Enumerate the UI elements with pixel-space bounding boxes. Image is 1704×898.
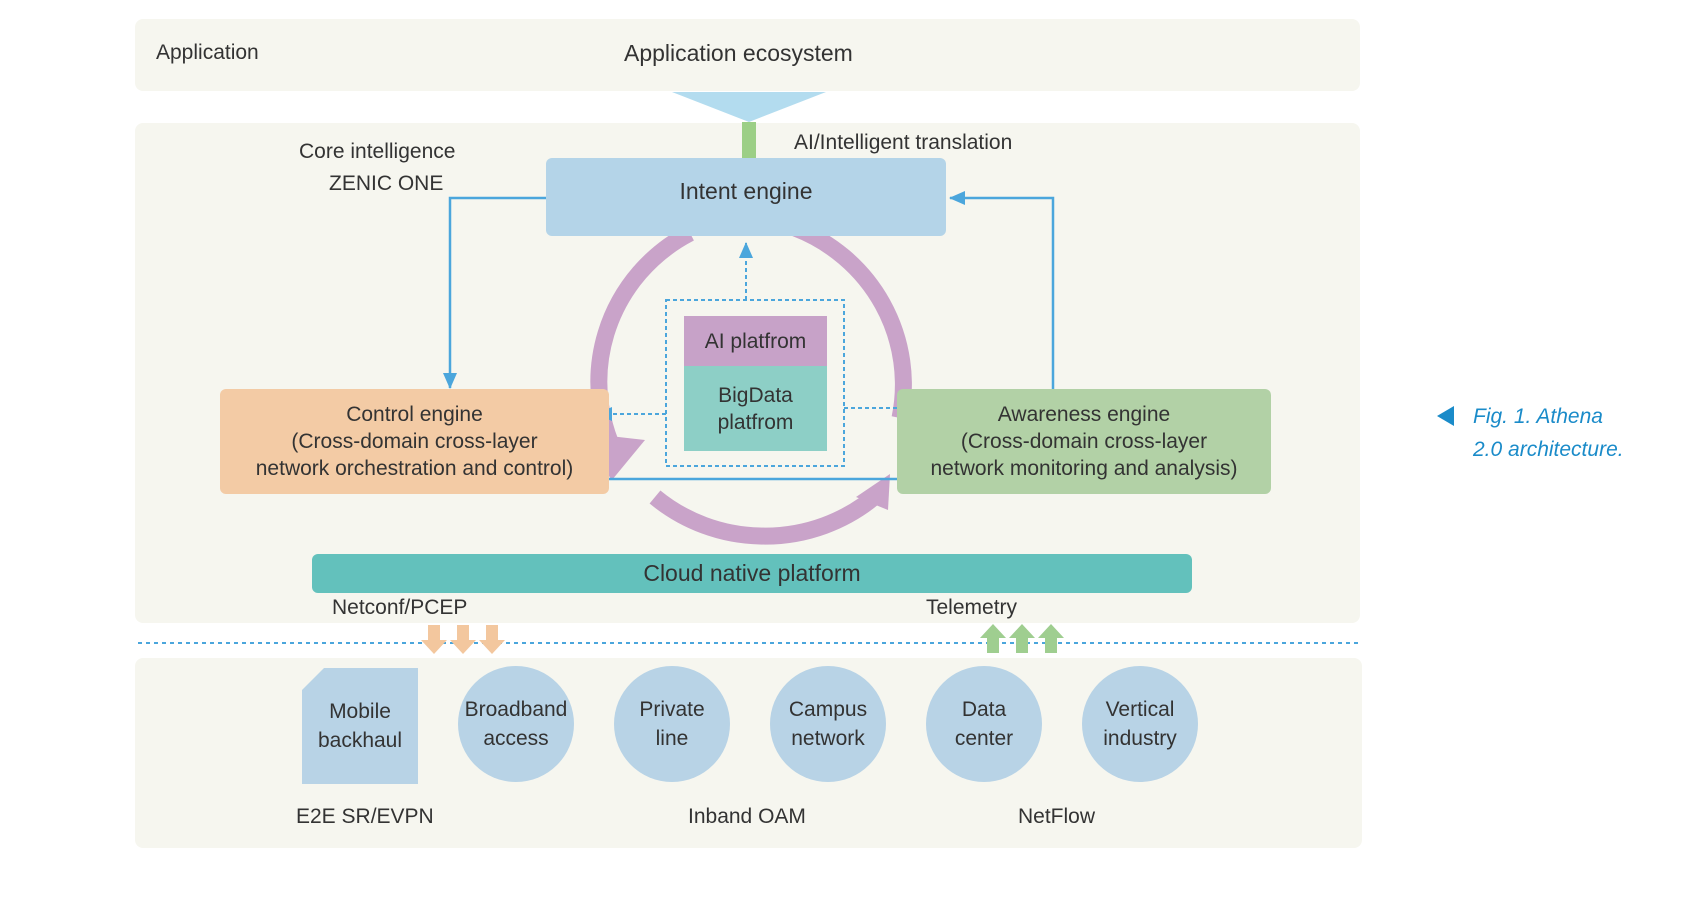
cloud-native-platform-label: Cloud native platform xyxy=(643,560,861,586)
application-layer-label: Application xyxy=(156,41,259,64)
application-layer-panel xyxy=(135,19,1360,91)
network-item-label: Mobile backhaul xyxy=(317,700,403,752)
netconf-down-arrows xyxy=(421,625,505,654)
figure-caption-line2: 2.0 architecture. xyxy=(1473,438,1624,461)
telemetry-label: Telemetry xyxy=(926,596,1018,619)
control-engine-box: Control engine (Cross-domain cross-layer… xyxy=(220,389,609,494)
translation-arrow-bar xyxy=(742,122,756,162)
network-item-label: Broadband access xyxy=(464,698,568,750)
network-item-data-center: Data center xyxy=(926,666,1042,782)
cycle-arc-right xyxy=(649,485,886,545)
network-item-campus-network: Campus network xyxy=(770,666,886,782)
ai-translation-label: AI/Intelligent translation xyxy=(794,131,1013,154)
protocol-inband-oam: Inband OAM xyxy=(688,805,806,828)
zenic-one-label: ZENIC ONE xyxy=(329,172,444,195)
network-item-vertical-industry: Vertical industry xyxy=(1082,666,1198,782)
netconf-pcep-label: Netconf/PCEP xyxy=(332,596,468,619)
awareness-engine-box: Awareness engine (Cross-domain cross-lay… xyxy=(897,389,1271,494)
protocol-netflow: NetFlow xyxy=(1018,805,1096,828)
cycle-arc-top xyxy=(791,220,912,420)
protocol-e2e-sr-evpn: E2E SR/EVPN xyxy=(296,805,434,828)
telemetry-up-arrows xyxy=(980,624,1064,653)
bigdata-platform-label: BigData platfrom xyxy=(717,383,794,434)
network-item-mobile-backhaul: Mobile backhaul xyxy=(302,668,418,784)
intent-to-control-line xyxy=(443,196,546,389)
figure-caption-line1: Fig. 1. Athena xyxy=(1473,405,1603,428)
cloud-native-platform-bar: Cloud native platform xyxy=(312,554,1192,593)
ai-platform-box: AI platfrom xyxy=(684,316,827,366)
bigdata-platform-box: BigData platfrom xyxy=(684,366,827,451)
core-intelligence-label: Core intelligence xyxy=(299,140,456,163)
ecosystem-funnel-shape xyxy=(672,92,826,122)
network-item-label: Data center xyxy=(954,698,1014,750)
control-engine-label: Control engine (Cross-domain cross-layer… xyxy=(255,403,574,480)
figure-caption: Fig. 1. Athena 2.0 architecture. xyxy=(1473,400,1624,466)
intent-engine-box: Intent engine xyxy=(546,158,946,236)
network-item-label: Campus network xyxy=(788,698,868,750)
application-ecosystem-label: Application ecosystem xyxy=(624,40,853,66)
network-item-label: Private line xyxy=(639,698,705,750)
intent-engine-label: Intent engine xyxy=(679,177,813,204)
caption-marker-icon xyxy=(1437,406,1454,426)
network-item-label: Vertical industry xyxy=(1103,698,1177,750)
network-item-broadband-access: Broadband access xyxy=(458,666,574,782)
ai-platform-label: AI platfrom xyxy=(704,329,807,353)
awareness-to-intent-line xyxy=(949,191,1055,391)
cycle-arc-left xyxy=(590,225,694,468)
network-item-private-line: Private line xyxy=(614,666,730,782)
awareness-engine-label: Awareness engine (Cross-domain cross-lay… xyxy=(930,403,1238,480)
platform-dashed-frame xyxy=(665,299,845,467)
